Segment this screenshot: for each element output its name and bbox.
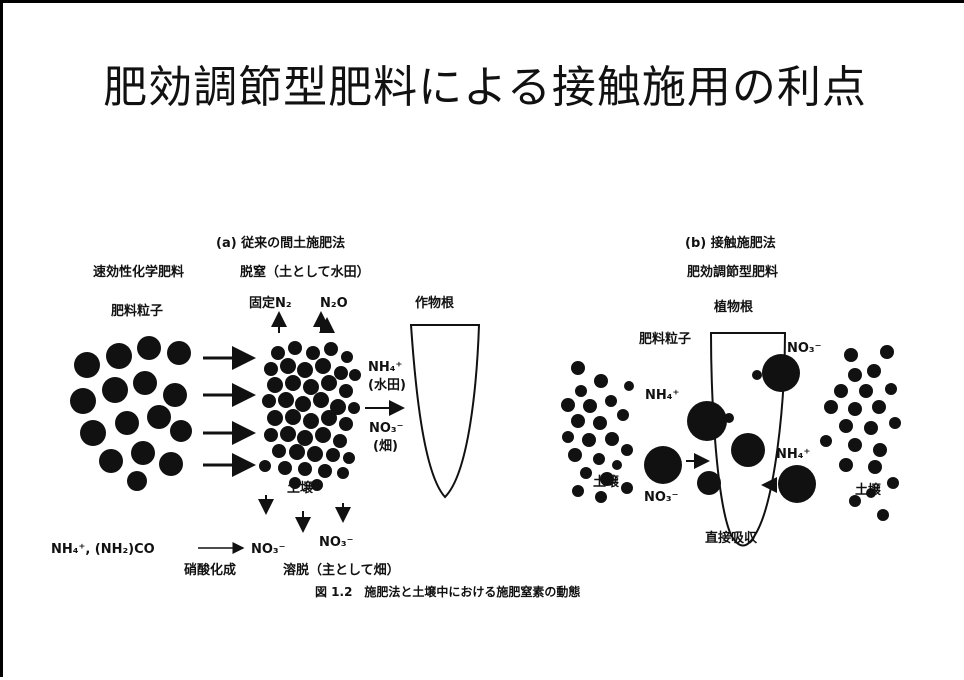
transfer-arrows-a	[203, 346, 256, 477]
panel-a: (a) 従来の間土施肥法 速効性化学肥料 肥料粒子 脱窒（土として水田） 固定N…	[51, 235, 481, 578]
label-no3-b: NO₃⁻	[319, 535, 354, 550]
label-no3-top-b: NO₃⁻	[787, 341, 822, 356]
label-leaching: 溶脱（主として畑）	[283, 562, 400, 578]
fertilizer-particles-b	[644, 354, 816, 503]
label-nitrification: 硝酸化成	[184, 562, 236, 578]
crop-root-a	[409, 324, 481, 499]
label-direct-uptake: 直接吸収	[705, 530, 758, 546]
label-nh4-left-b: NH₄⁺	[645, 388, 679, 403]
label-soil-left-b: 土壌	[593, 474, 620, 490]
label-no3-bottom-b: NO₃⁻	[644, 490, 679, 505]
label-nh4-right-b: NH₄⁺	[776, 447, 810, 462]
panel-b-heading: (b) 接触施肥法	[685, 235, 776, 251]
soil-particles-left-b	[561, 361, 634, 503]
soil-particles-right-b	[820, 345, 901, 521]
label-plant-root: 植物根	[713, 299, 754, 315]
label-fertilizer-particle-a: 肥料粒子	[111, 303, 163, 319]
label-upland: (畑)	[373, 439, 398, 454]
label-denitrification: 脱窒（土として水田）	[240, 264, 370, 280]
label-crop-root: 作物根	[415, 295, 455, 311]
label-no3-a: NO₃⁻	[251, 542, 286, 557]
slide-title: 肥効調節型肥料による接触施用の利点	[103, 62, 867, 113]
label-controlled-release-fertilizer: 肥効調節型肥料	[687, 264, 778, 280]
label-nh4-paddy: NH₄⁺	[368, 360, 402, 375]
label-fixed-n2: 固定N₂	[249, 295, 292, 311]
soil-particle-cluster-a	[259, 341, 361, 491]
panel-a-heading: (a) 従来の間土施肥法	[216, 235, 345, 251]
leaching-arrows	[258, 495, 351, 533]
gas-emission-arrows	[271, 311, 335, 333]
label-no3-upland: NO₃⁻	[369, 421, 404, 436]
label-n2o: N₂O	[320, 296, 348, 311]
label-fast-acting-fertilizer: 速効性化学肥料	[93, 264, 184, 280]
figure-caption: 図 1.2 施肥法と土壌中における施肥窒素の動態	[315, 584, 580, 599]
label-paddy: (水田)	[368, 377, 406, 393]
uptake-arrows-b	[686, 453, 777, 493]
fertilizer-particles-a	[70, 336, 192, 491]
label-fertilizer-particle-b: 肥料粒子	[639, 331, 691, 347]
label-soil-a: 土壌	[287, 480, 314, 496]
label-source-compounds: NH₄⁺, (NH₂)CO	[51, 542, 155, 557]
panel-b: (b) 接触施肥法 肥効調節型肥料 植物根 肥料粒子	[561, 235, 901, 547]
nitrogen-dynamics-figure: (a) 従来の間土施肥法 速効性化学肥料 肥料粒子 脱窒（土として水田） 固定N…	[51, 235, 901, 599]
label-soil-right-b: 土壌	[855, 482, 882, 498]
